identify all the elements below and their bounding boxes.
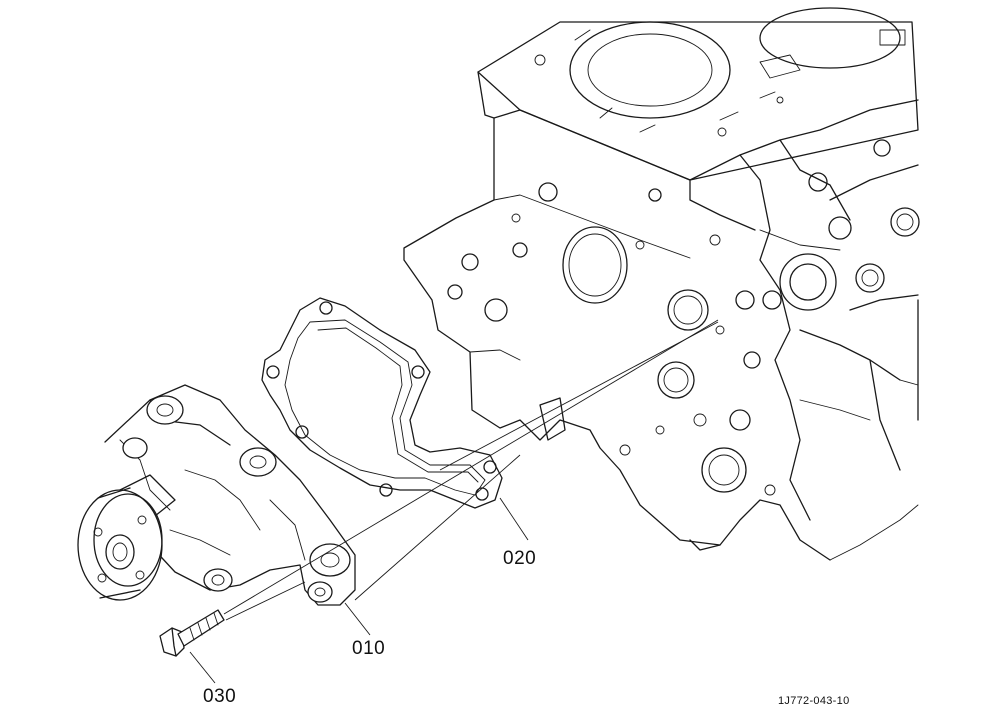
engine-block bbox=[403, 7, 920, 561]
gasket-020 bbox=[261, 297, 503, 509]
callout-label-020: 020 bbox=[503, 548, 537, 569]
assembly-lines bbox=[223, 319, 719, 621]
water-pump-010 bbox=[77, 384, 356, 606]
drawing-number: 1J772-043-10 bbox=[778, 695, 850, 707]
callout-label-010: 010 bbox=[352, 638, 386, 659]
callout-leaders bbox=[189, 497, 529, 684]
bolt-030 bbox=[159, 609, 225, 657]
callout-label-030: 030 bbox=[203, 686, 237, 707]
